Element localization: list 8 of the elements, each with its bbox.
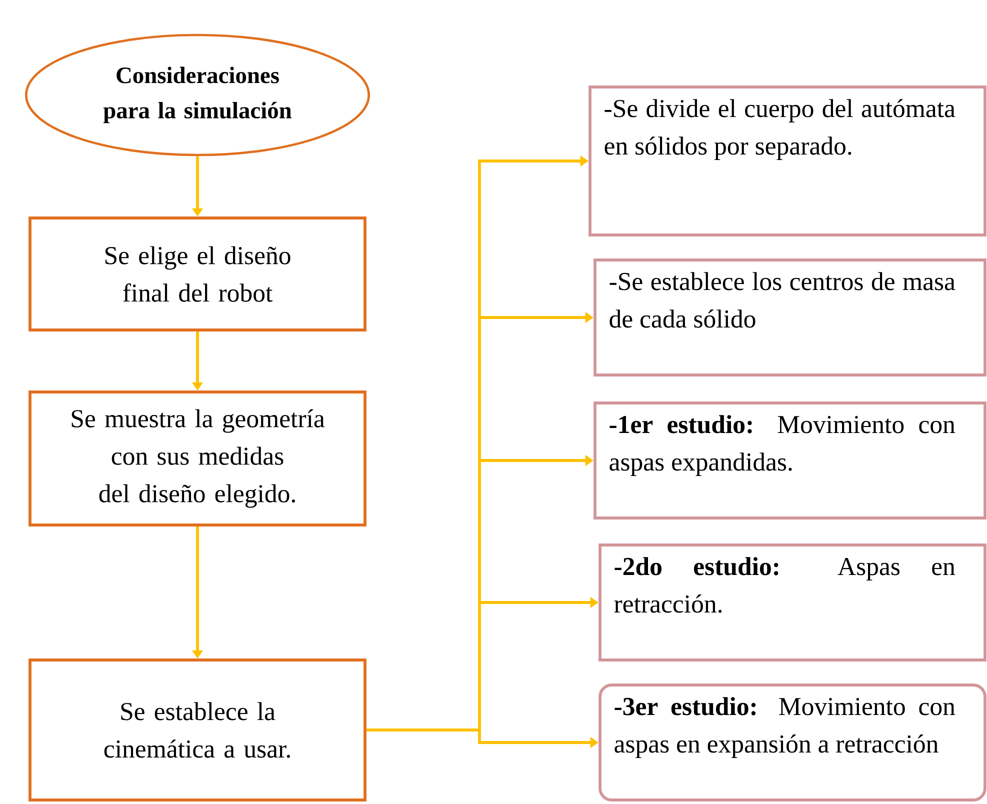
note-box: -1er estudio: Movimiento con aspas expandidas. — [594, 402, 986, 520]
process-box: Se elige el diseño final del robot — [28, 216, 366, 332]
note-box: -3er estudio: Movimiento con aspas en expansión a retracción — [598, 684, 986, 802]
note-box: -Se establece los centros de masa de cada sólido — [594, 258, 986, 376]
process-box: Se establece la cinemática a usar. — [28, 658, 366, 802]
note-box: -Se divide el cuerpo del autómata en sólidos por separado. — [588, 86, 986, 236]
note-box: -2do estudio: Aspas en retracción. — [598, 544, 986, 662]
process-box: Se muestra la geometría con sus medidas del diseño elegido. — [28, 390, 366, 526]
